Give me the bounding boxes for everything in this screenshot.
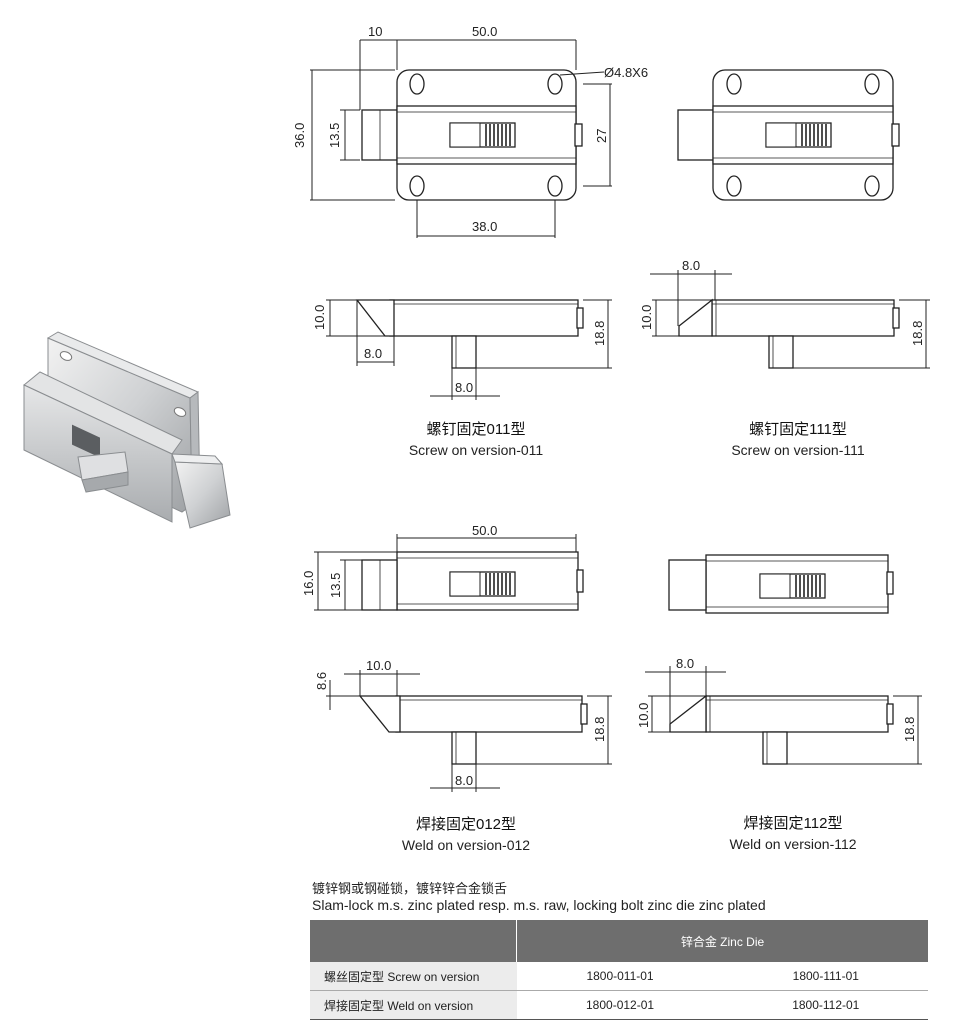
caption-en: Weld on version-112	[729, 836, 857, 852]
dim-label: 10.0	[366, 658, 391, 673]
view-111-top	[677, 69, 900, 201]
dim-label: 13.5	[328, 573, 343, 598]
dim-label: 10	[368, 24, 382, 39]
dim-label: Ø4.8X6	[604, 65, 648, 80]
dim-label: 8.0	[455, 773, 473, 788]
dim-label: 8.0	[676, 656, 694, 671]
dim-label: 8.6	[314, 672, 329, 690]
material-note-cn: 镀锌钢或钢碰锁，镀锌锌合金锁舌	[312, 881, 508, 896]
dim-label: 18.8	[592, 717, 607, 742]
view-112-top	[668, 554, 894, 614]
dim-label: 50.0	[472, 24, 497, 39]
table-row: 焊接固定型 Weld on version 1800-012-01 1800-1…	[310, 990, 928, 1020]
part-number: 1800-112-01	[723, 990, 928, 1020]
view-012-side: 10.0 8.6 8.0 18.8	[314, 658, 612, 792]
caption-weld-112: 焊接固定112型 Weld on version-112	[683, 814, 903, 854]
caption-en: Screw on version-111	[731, 442, 865, 458]
caption-cn: 螺钉固定011型	[426, 421, 526, 438]
dim-label: 27	[594, 129, 609, 143]
caption-cn: 焊接固定112型	[743, 815, 843, 832]
row-label: 焊接固定型 Weld on version	[310, 990, 517, 1020]
dim-label: 10.0	[312, 305, 327, 330]
table-header-empty	[310, 920, 517, 962]
caption-screw-011: 螺钉固定011型 Screw on version-011	[366, 420, 586, 460]
table-row: 螺丝固定型 Screw on version 1800-011-01 1800-…	[310, 962, 928, 991]
row-label: 螺丝固定型 Screw on version	[310, 962, 517, 991]
dim-label: 16.0	[301, 571, 316, 596]
product-render	[23, 331, 231, 529]
caption-weld-012: 焊接固定012型 Weld on version-012	[356, 815, 576, 855]
part-number: 1800-011-01	[516, 962, 724, 991]
dim-label: 18.8	[592, 321, 607, 346]
dim-label: 10.0	[636, 703, 651, 728]
dim-label: 8.0	[455, 380, 473, 395]
caption-screw-111: 螺钉固定111型 Screw on version-111	[688, 420, 908, 460]
view-111-side: 8.0 10.0 18.8	[639, 258, 930, 369]
view-112-side: 8.0 10.0 18.8	[636, 656, 922, 765]
caption-en: Weld on version-012	[401, 837, 531, 853]
table-header-material: 锌合金 Zinc Die	[516, 920, 928, 962]
dim-label: 13.5	[327, 123, 342, 148]
dim-label: 18.8	[910, 321, 925, 346]
part-number: 1800-012-01	[516, 990, 724, 1020]
dim-label: 36.0	[292, 123, 307, 148]
view-012-top: 50.0 16.0 13.5	[301, 523, 584, 611]
dim-label: 38.0	[472, 219, 497, 234]
caption-cn: 螺钉固定111型	[749, 421, 847, 438]
order-table: 锌合金 Zinc Die 螺丝固定型 Screw on version 1800…	[310, 920, 928, 1020]
table-header-row: 锌合金 Zinc Die	[310, 920, 928, 962]
dim-label: 50.0	[472, 523, 497, 538]
dim-label: 18.8	[902, 717, 917, 742]
caption-cn: 焊接固定012型	[415, 816, 517, 833]
dim-label: 10.0	[639, 305, 654, 330]
view-011-top: 10 50.0 Ø4.8X6 36.0 13.5 27	[292, 24, 648, 238]
dim-label: 8.0	[364, 346, 382, 361]
view-011-side: 10.0 8.0 8.0 18.8	[312, 299, 612, 400]
part-number: 1800-111-01	[723, 962, 928, 991]
material-note-en: Slam-lock m.s. zinc plated resp. m.s. ra…	[312, 897, 766, 913]
caption-en: Screw on version-011	[408, 442, 544, 458]
dim-label: 8.0	[682, 258, 700, 273]
